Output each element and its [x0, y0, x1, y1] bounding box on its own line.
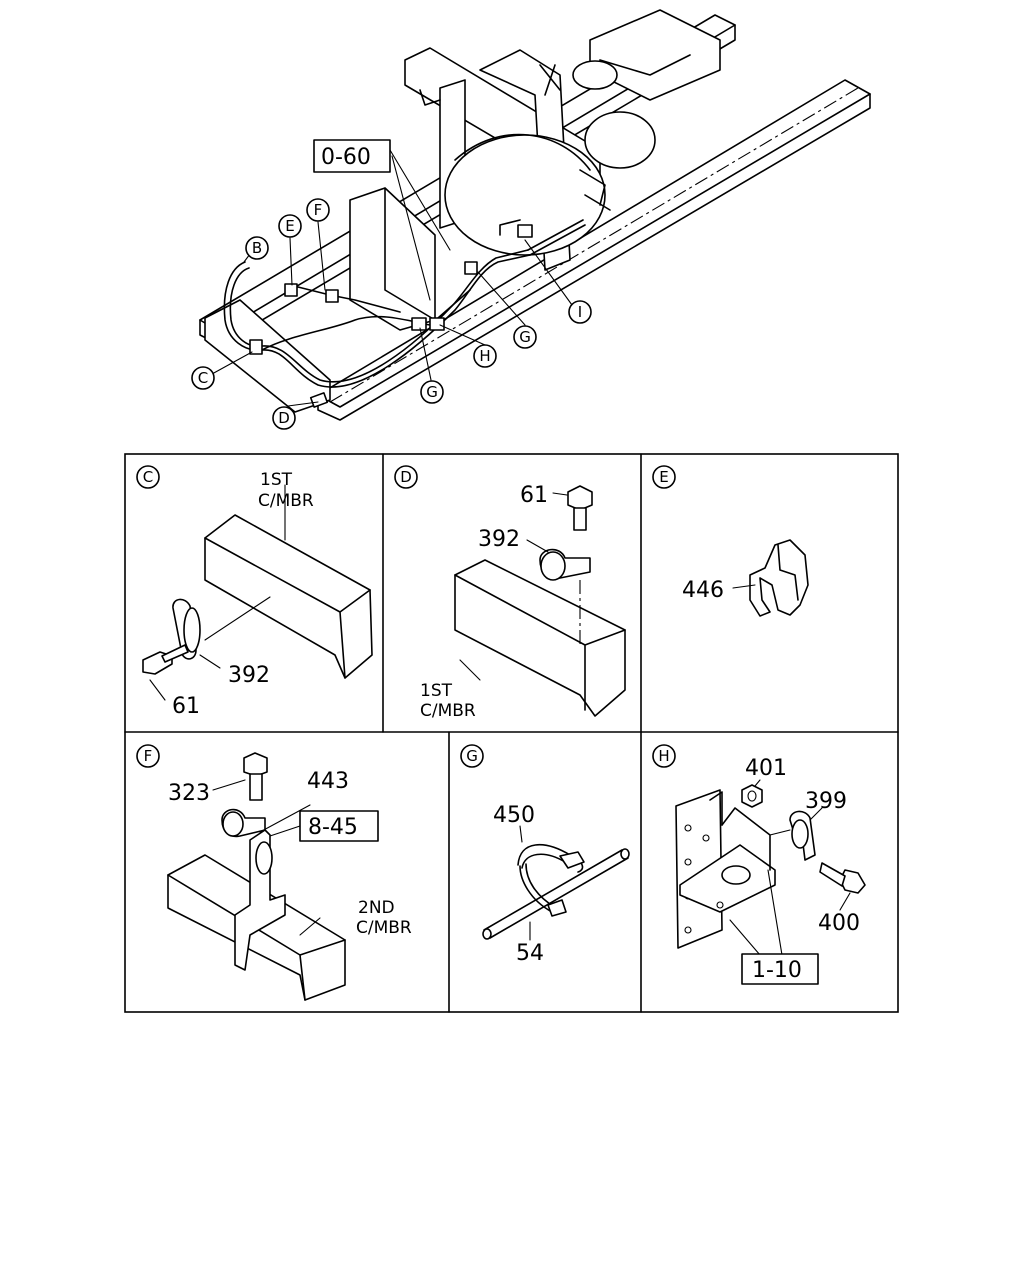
panel-h	[652, 744, 866, 985]
panel-d-part-61: 61	[520, 483, 548, 508]
panel-d-part-392: 392	[478, 527, 520, 552]
panel-f	[136, 744, 379, 1001]
panel-d-member-line2: C/MBR	[420, 701, 476, 721]
panel-e	[652, 465, 809, 617]
panel-h-part-400: 400	[818, 911, 860, 936]
panel-d	[394, 465, 626, 717]
callout-f: F	[314, 201, 323, 219]
panel-c-part-61: 61	[172, 694, 200, 719]
panel-h-ref-box-label: 1-10	[752, 958, 802, 983]
panel-f-part-443: 443	[307, 769, 349, 794]
panel-f-part-323: 323	[168, 781, 210, 806]
callout-g-rear: G	[519, 328, 531, 346]
callout-i: I	[578, 303, 582, 321]
panel-c-part-392: 392	[228, 663, 270, 688]
callout-c: C	[198, 369, 208, 387]
panel-g-part-54: 54	[516, 941, 544, 966]
panel-d-member-line1: 1ST	[420, 681, 453, 701]
panel-h-part-401: 401	[745, 756, 787, 781]
callout-d: D	[278, 409, 290, 427]
panel-h-letter: H	[658, 747, 669, 765]
chassis-overview	[191, 9, 871, 430]
panel-e-part-446: 446	[682, 578, 724, 603]
overview-ref-box-label: 0-60	[321, 145, 371, 170]
panel-f-ref-box-label: 8-45	[308, 815, 358, 840]
panel-c	[136, 465, 373, 701]
panel-h-part-399: 399	[805, 789, 847, 814]
panel-f-member-line1: 2ND	[358, 898, 395, 918]
panel-c-member-line2: C/MBR	[258, 491, 314, 511]
panel-f-member-line2: C/MBR	[356, 918, 412, 938]
callout-h: H	[479, 347, 490, 365]
panel-f-letter: F	[144, 747, 153, 765]
callout-b: B	[252, 239, 262, 257]
panel-c-letter: C	[143, 468, 153, 486]
panel-e-letter: E	[659, 468, 668, 486]
panel-g	[460, 744, 630, 941]
panel-d-letter: D	[400, 468, 412, 486]
panel-g-letter: G	[466, 747, 478, 765]
callout-e: E	[285, 217, 294, 235]
callout-g-front: G	[426, 383, 438, 401]
panel-g-part-450: 450	[493, 803, 535, 828]
panel-c-member-line1: 1ST	[260, 470, 293, 490]
